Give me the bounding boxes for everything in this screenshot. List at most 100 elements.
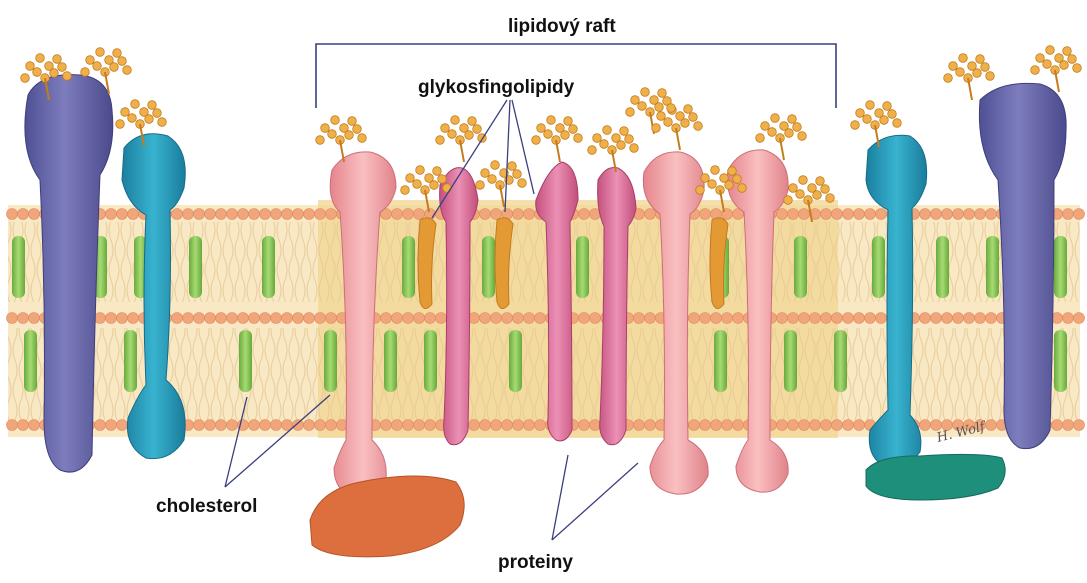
lipid-head [249, 313, 260, 324]
lipid-head [854, 420, 865, 431]
lipid-head [711, 313, 722, 324]
lipid-head [788, 313, 799, 324]
lipid-head [271, 313, 282, 324]
sugar-bead [118, 57, 127, 66]
lipid-head [282, 313, 293, 324]
sugar-bead [650, 96, 659, 105]
sugar-bead [976, 55, 985, 64]
lipid-head [227, 420, 238, 431]
lipid-head [865, 209, 876, 220]
sugar-bead [508, 162, 517, 171]
lipid-head [986, 420, 997, 431]
sugar-bead [105, 56, 114, 65]
lipid-head [1063, 209, 1074, 220]
lipid-head [513, 313, 524, 324]
lipid-head [689, 420, 700, 431]
lipid-head [799, 313, 810, 324]
sugar-bead [641, 88, 650, 97]
lipid-head [414, 313, 425, 324]
sugar-bead [626, 108, 635, 117]
lipid-head [634, 313, 645, 324]
lipid-head [260, 209, 271, 220]
lipid-head [315, 209, 326, 220]
sugar-bead [53, 55, 62, 64]
sugar-bead [574, 134, 583, 143]
sugar-bead [856, 109, 865, 118]
lipid-head [579, 420, 590, 431]
lipid-head [227, 209, 238, 220]
sugar-bead [153, 109, 162, 118]
lipid-head [1052, 420, 1063, 431]
sugar-bead [26, 62, 35, 71]
lipid-head [986, 209, 997, 220]
sugar-bead [793, 123, 802, 132]
sugar-bead [968, 62, 977, 71]
sugar-bead [438, 175, 447, 184]
lipid-head [326, 209, 337, 220]
sugar-bead [564, 117, 573, 126]
sugar-bead [33, 68, 42, 77]
sugar-bead [733, 175, 742, 184]
sugar-bead [448, 130, 457, 139]
sugar-bead [1068, 55, 1077, 64]
sugar-bead [588, 146, 597, 155]
lipid-head [172, 209, 183, 220]
sugar-bead [883, 102, 892, 111]
lipid-head [414, 420, 425, 431]
sugar-bead [761, 122, 770, 131]
lipid-head [205, 420, 216, 431]
lipid-head [920, 313, 931, 324]
sugar-bead [657, 112, 666, 121]
lipid-head [392, 313, 403, 324]
sugar-bead [756, 134, 765, 143]
sugar-bead [537, 124, 546, 133]
sugar-bead [569, 125, 578, 134]
sugar-bead [780, 122, 789, 131]
lipid-head [733, 313, 744, 324]
sugar-bead [720, 174, 729, 183]
lipid-head [821, 209, 832, 220]
sugar-bead [476, 181, 485, 190]
lipid-head [1063, 313, 1074, 324]
sugar-bead [944, 74, 953, 83]
sugar-bead [625, 135, 634, 144]
lipid-head [832, 313, 843, 324]
lipid-head [832, 420, 843, 431]
lipid-head [843, 209, 854, 220]
sugar-bead [630, 144, 639, 153]
cholesterol [239, 330, 252, 392]
lipid-head [128, 313, 139, 324]
cholesterol-label: cholesterol [156, 497, 257, 516]
lipid-head [194, 420, 205, 431]
lipid-head [821, 313, 832, 324]
lipid-head [106, 313, 117, 324]
lipid-head [524, 209, 535, 220]
lipid-head [205, 313, 216, 324]
lipid-head [711, 420, 722, 431]
lipid-head [942, 209, 953, 220]
cholesterol [24, 330, 37, 392]
lipid-head [843, 420, 854, 431]
sugar-bead [353, 125, 362, 134]
lipid-head [535, 420, 546, 431]
lipid-head [29, 313, 40, 324]
lipid-head [524, 420, 535, 431]
lipid-head [227, 313, 238, 324]
sugar-bead [1031, 66, 1040, 75]
sugar-bead [959, 54, 968, 63]
lipid-head [392, 209, 403, 220]
lipid-head [304, 313, 315, 324]
lipid-head [513, 420, 524, 431]
sugar-bead [131, 100, 140, 109]
cholesterol [1054, 330, 1067, 392]
sugar-bead [799, 176, 808, 185]
lipid-head [469, 313, 480, 324]
cholesterol [794, 236, 807, 298]
lipid-head [579, 313, 590, 324]
cholesterol [124, 330, 137, 392]
sugar-bead [513, 170, 522, 179]
lipid-head [7, 420, 18, 431]
green-cytoplasmic-protein [866, 454, 1005, 500]
lipid-head [18, 420, 29, 431]
cholesterol [872, 236, 885, 298]
